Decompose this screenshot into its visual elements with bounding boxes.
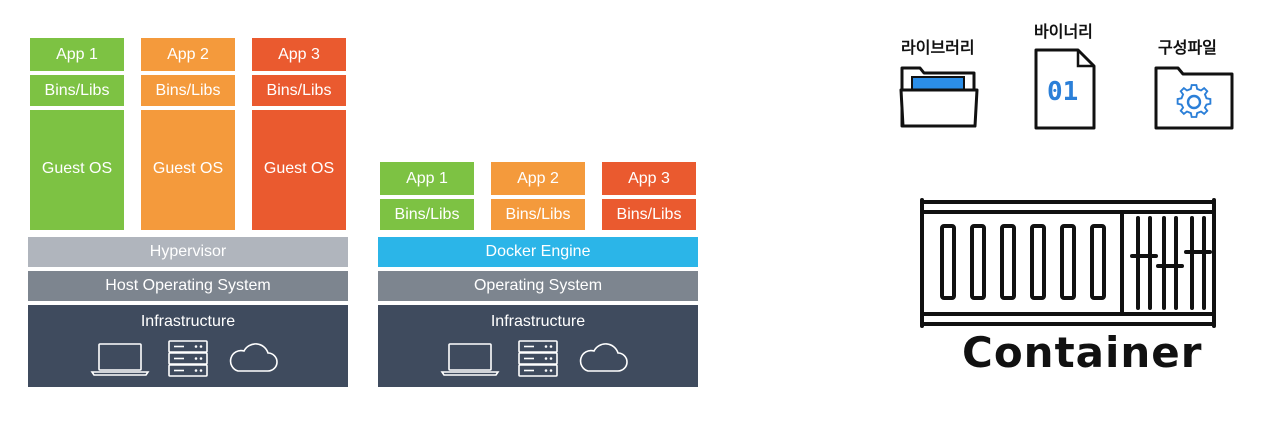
cloud-icon	[229, 343, 278, 372]
vm-app-2: App 2	[141, 38, 235, 71]
docker-engine-layer: Docker Engine	[378, 237, 698, 267]
server-icon	[518, 340, 558, 377]
shipping-container-icon	[920, 198, 1216, 328]
host-os-layer: Host Operating System	[28, 271, 348, 301]
os-layer: Operating System	[378, 271, 698, 301]
vm-guest-os-3: Guest OS	[252, 110, 346, 230]
ct-app-3: App 3	[602, 162, 696, 195]
hypervisor-layer: Hypervisor	[28, 237, 348, 267]
server-icon	[168, 340, 208, 377]
container-label: Container	[962, 328, 1203, 377]
vm-app-3: App 3	[252, 38, 346, 71]
vm-infrastructure-label: Infrastructure	[140, 313, 236, 330]
laptop-icon	[90, 343, 150, 376]
ct-infrastructure-layer: Infrastructure	[378, 305, 698, 387]
library-label: 라이브러리	[901, 38, 975, 57]
laptop-icon	[440, 343, 500, 376]
folder-icon	[899, 66, 979, 128]
vm-bins-3: Bins/Libs	[252, 75, 346, 106]
cloud-icon	[579, 343, 628, 372]
binary-file-text: 01	[1047, 77, 1079, 107]
vm-infrastructure-layer: Infrastructure	[28, 305, 348, 387]
binary-file-icon	[1034, 48, 1096, 130]
vm-bins-1: Bins/Libs	[30, 75, 124, 106]
ct-bins-1: Bins/Libs	[380, 199, 474, 230]
vm-app-1: App 1	[30, 38, 124, 71]
vm-guest-os-2: Guest OS	[141, 110, 235, 230]
gear-folder-icon	[1154, 66, 1234, 130]
binary-label: 바이너리	[1034, 22, 1093, 41]
vm-bins-2: Bins/Libs	[141, 75, 235, 106]
ct-bins-2: Bins/Libs	[491, 199, 585, 230]
config-file-label: 구성파일	[1158, 38, 1217, 57]
vm-guest-os-1: Guest OS	[30, 110, 124, 230]
ct-app-1: App 1	[380, 162, 474, 195]
ct-bins-3: Bins/Libs	[602, 199, 696, 230]
ct-app-2: App 2	[491, 162, 585, 195]
ct-infrastructure-label: Infrastructure	[490, 313, 586, 330]
